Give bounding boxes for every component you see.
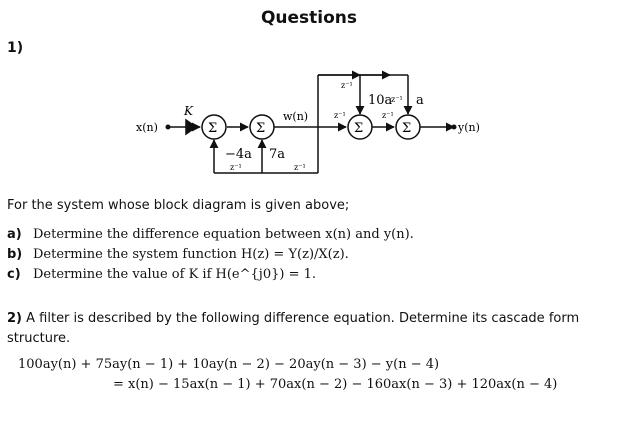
delay-label: z⁻¹	[334, 111, 346, 120]
sum-icon: Σ	[208, 121, 217, 136]
sum-icon: Σ	[402, 121, 411, 136]
question-1-part-c: c) Determine the value of K if H(e^{j0}) …	[7, 267, 316, 282]
block-diagram: Σ Σ Σ Σ x(n) y(n) K w(n) −4a 7a 10a a z⁻…	[136, 70, 480, 174]
coef-a: a	[416, 93, 424, 108]
delay-label: z⁻¹	[391, 95, 403, 104]
question-2-text-cont: structure.	[7, 331, 71, 346]
part-text: Determine the value of K if H(e^{j0}) = …	[33, 267, 316, 282]
delay-label: z⁻¹	[341, 81, 353, 90]
equation-line-2: = x(n) − 15ax(n − 1) + 70ax(n − 2) − 160…	[113, 377, 558, 392]
question-1-part-b: b) Determine the system function H(z) = Y…	[7, 247, 349, 262]
output-label: y(n)	[457, 121, 480, 134]
question-2-text: A filter is described by the following d…	[26, 311, 580, 326]
delay-label: z⁻¹	[382, 111, 394, 120]
part-text: Determine the system function H(z) = Y(z…	[33, 247, 349, 262]
part-label: a)	[7, 227, 22, 242]
sum-icon: Σ	[256, 121, 265, 136]
coef-7a: 7a	[269, 147, 285, 162]
part-label: b)	[7, 247, 23, 262]
question-2-number: 2)	[7, 311, 22, 326]
sum-icon: Σ	[354, 121, 363, 136]
equation-line-1: 100ay(n) + 75ay(n − 1) + 10ay(n − 2) − 2…	[18, 357, 440, 372]
delay-label: z⁻¹	[294, 163, 306, 172]
gain-label: K	[183, 104, 194, 118]
question-2: 2) A filter is described by the followin…	[7, 309, 611, 349]
w-label: w(n)	[283, 110, 308, 123]
input-label: x(n)	[136, 121, 158, 134]
delay-label: z⁻¹	[230, 163, 242, 172]
question-1-intro: For the system whose block diagram is gi…	[7, 198, 350, 213]
question-1-number: 1)	[7, 40, 24, 56]
coef-neg4a: −4a	[225, 147, 252, 162]
part-label: c)	[7, 267, 21, 282]
coef-10a: 10a	[368, 93, 393, 108]
part-text: Determine the difference equation betwee…	[33, 227, 414, 242]
page-title: Questions	[260, 8, 358, 28]
question-1-part-a: a) Determine the difference equation betw…	[7, 227, 414, 242]
